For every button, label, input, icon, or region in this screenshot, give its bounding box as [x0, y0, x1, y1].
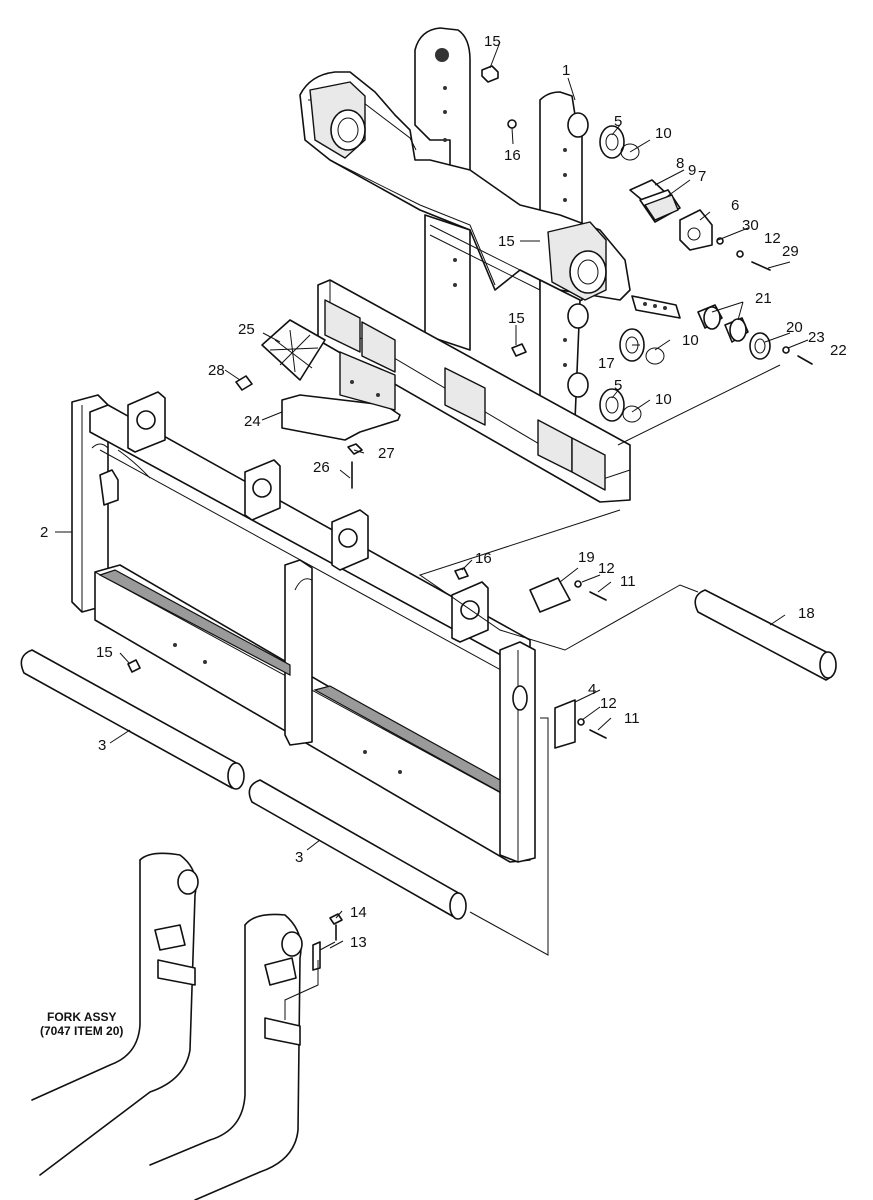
wear-pad	[261, 319, 326, 381]
callout-16: 16	[475, 550, 492, 567]
fork-assy-label: FORK ASSY	[47, 1010, 117, 1024]
callout-17: 17	[598, 355, 615, 372]
callout-12: 12	[600, 695, 617, 712]
sideshifter-frame	[299, 27, 681, 421]
callout-7: 7	[698, 168, 706, 185]
callout-18: 18	[798, 605, 815, 622]
fork-assy-note: FORK ASSY (7047 ITEM 20)	[40, 1010, 123, 1038]
fork-assy	[31, 852, 343, 1200]
callout-5: 5	[614, 377, 622, 394]
callout-28: 28	[208, 362, 225, 379]
callout-2: 2	[40, 524, 48, 541]
callout-15: 15	[508, 310, 525, 327]
callout-19: 19	[578, 549, 595, 566]
callout-26: 26	[313, 459, 330, 476]
callout-15: 15	[498, 233, 515, 250]
leader-lines	[55, 41, 809, 1020]
callout-9: 9	[688, 162, 696, 179]
callout-15: 15	[484, 33, 501, 50]
callout-13: 13	[350, 934, 367, 951]
callout-8: 8	[676, 155, 684, 172]
fork-assy-reference: (7047 ITEM 20)	[40, 1024, 123, 1038]
callout-16: 16	[504, 147, 521, 164]
cross-bar	[317, 279, 631, 503]
callout-23: 23	[808, 329, 825, 346]
callout-1: 1	[562, 62, 570, 79]
callout-3: 3	[295, 849, 303, 866]
carriage-frame	[71, 391, 536, 863]
callout-14: 14	[350, 904, 367, 921]
callout-22: 22	[830, 342, 847, 359]
callout-21: 21	[755, 290, 772, 307]
fasteners	[127, 65, 813, 749]
callout-11: 11	[620, 573, 636, 590]
callout-25: 25	[238, 321, 255, 338]
callout-20: 20	[786, 319, 803, 336]
callout-6: 6	[731, 197, 739, 214]
callout-11: 11	[624, 710, 640, 727]
callout-29: 29	[782, 243, 799, 260]
callout-4: 4	[588, 681, 596, 698]
callout-12: 12	[764, 230, 781, 247]
callout-10: 10	[655, 125, 672, 142]
callout-labels: 1 2 3 3 4 5 5 6 7 8 9 10 10 10 11 11 12 …	[40, 33, 847, 951]
bracket-24	[281, 351, 401, 441]
pin-3-upper	[20, 649, 245, 790]
callout-10: 10	[655, 391, 672, 408]
pin-3-lower	[248, 779, 467, 920]
callout-24: 24	[244, 413, 261, 430]
callout-5: 5	[614, 113, 622, 130]
pin-18	[694, 589, 837, 681]
callout-30: 30	[742, 217, 759, 234]
callout-27: 27	[378, 445, 395, 462]
callout-3: 3	[98, 737, 106, 754]
callout-15: 15	[96, 644, 113, 661]
callout-12: 12	[598, 560, 615, 577]
callout-10: 10	[682, 332, 699, 349]
